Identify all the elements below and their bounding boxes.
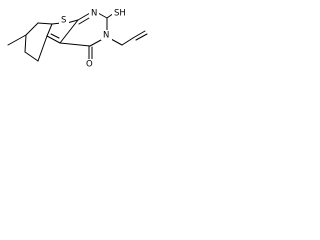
pyrimidine-n3-text: N <box>103 31 109 41</box>
molecule-structure: S N SH N O <box>7 8 148 70</box>
bond-c7-methyl <box>7 34 27 46</box>
carbonyl-oxygen-text: O <box>86 60 93 70</box>
thiophene-sulfur-label: S <box>59 15 69 26</box>
bond-c8a-c8 <box>37 22 53 25</box>
bond-n3-c4 <box>89 39 102 47</box>
thiol-text: SH <box>114 9 126 19</box>
pyrimidine-n1-label: N <box>89 8 99 19</box>
bond-c7a-n1-double <box>78 17 90 25</box>
thiol-label: SH <box>112 8 129 19</box>
bond-n1-c2 <box>97 12 108 19</box>
thiophene-sulfur-text: S <box>61 16 66 26</box>
bond-n3-allyl-c1 <box>110 38 123 46</box>
carbonyl-oxygen-label: O <box>84 59 95 70</box>
bond-c8a-c4b <box>46 23 53 37</box>
bond-allyl-c2-c3-double <box>135 33 148 41</box>
pyrimidine-n1-text: N <box>91 9 97 19</box>
bond-c4-c4a <box>59 42 91 47</box>
bond-c4b-c4a-double <box>50 33 60 39</box>
bond-allyl-c1-c2 <box>121 37 134 46</box>
bond-c5-c4b <box>37 35 48 62</box>
atom-labels: S N SH N O <box>59 8 129 70</box>
bond-c4a-c7a <box>59 19 79 44</box>
bond-c8-c7 <box>25 22 39 36</box>
bond-c6-c5 <box>24 51 39 62</box>
pyrimidine-n3-label: N <box>101 30 112 41</box>
bond-c4b-c4a <box>46 35 61 44</box>
bond-allyl-c2-c3 <box>132 30 146 39</box>
bond-c7-c6 <box>24 34 27 53</box>
bonds <box>7 12 148 62</box>
bond-c7a-n1 <box>77 12 91 21</box>
